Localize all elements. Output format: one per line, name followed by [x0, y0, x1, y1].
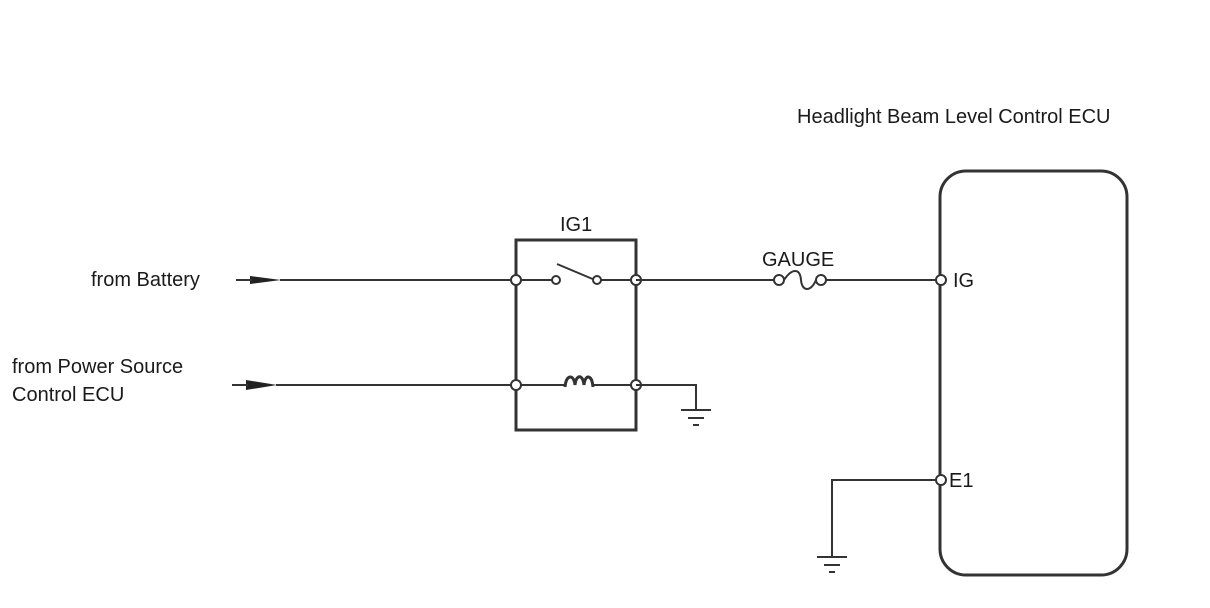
- fuse-terminal-left: [773, 274, 785, 286]
- relay-terminal-3: [510, 379, 522, 391]
- e1-ground-icon: [817, 556, 847, 573]
- relay-terminal-1: [510, 274, 522, 286]
- relay-switch-contact-left: [551, 275, 561, 285]
- ecu-pin-e1-terminal: [935, 474, 947, 486]
- power-source-input-label-line2: Control ECU: [12, 384, 125, 406]
- coil-ground-wire: [636, 384, 697, 410]
- coil-ground-icon: [681, 409, 711, 426]
- relay-label: IG1: [560, 214, 593, 236]
- relay-coil-icon: [563, 375, 595, 388]
- fuse-icon: [783, 270, 817, 290]
- battery-input-label: from Battery: [91, 269, 200, 291]
- ecu-title: Headlight Beam Level Control ECU: [797, 106, 1111, 128]
- ecu-pin-e1-label: E1: [949, 470, 974, 492]
- fuse-label: GAUGE: [762, 249, 835, 271]
- relay-box: [514, 238, 638, 432]
- fuse-terminal-right: [815, 274, 827, 286]
- battery-arrow-icon: [250, 276, 281, 284]
- ecu-pin-ig-terminal: [935, 274, 947, 286]
- ecu-pin-ig-label: IG: [953, 270, 975, 292]
- power-source-input-label-line1: from Power Source: [12, 356, 184, 378]
- relay-switch-contact-right: [592, 275, 602, 285]
- relay-switch-blade: [556, 263, 596, 281]
- power-source-arrow-icon: [246, 380, 277, 390]
- e1-ground-wire: [831, 479, 936, 557]
- ecu-box: [938, 169, 1129, 577]
